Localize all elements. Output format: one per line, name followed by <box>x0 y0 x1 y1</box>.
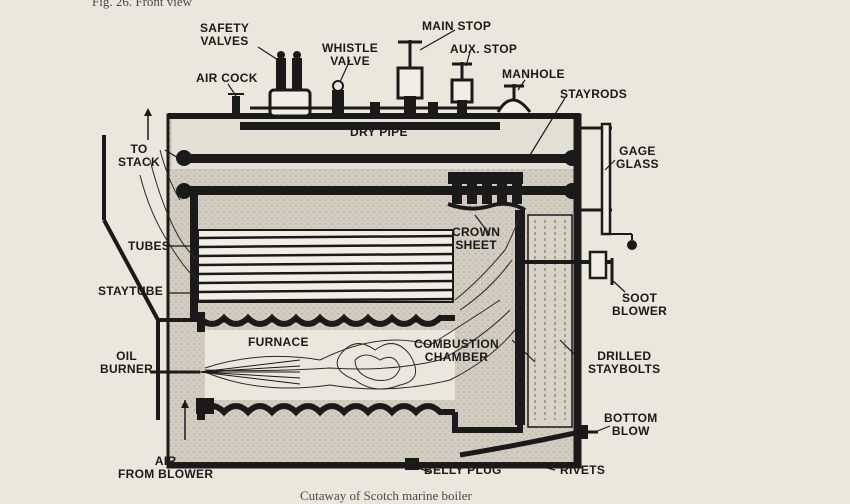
flame-wisps <box>139 149 521 390</box>
stack-uptake <box>102 108 198 420</box>
label-tubes: TUBES <box>128 239 171 253</box>
gage-glass <box>580 122 637 250</box>
label-furnace: FURNACE <box>248 335 309 349</box>
label-bottom-blow: BOTTOM BLOW <box>604 411 658 438</box>
safety-valves <box>268 51 312 118</box>
label-crown-sheet: CROWN SHEET <box>452 225 501 252</box>
leader-lines <box>164 29 626 473</box>
label-air-cock: AIR COCK <box>196 71 258 85</box>
label-to-stack: TO STACK <box>118 142 160 169</box>
label-manhole: MANHOLE <box>502 67 565 81</box>
label-belly-plug: BELLY PLUG <box>424 463 502 477</box>
manhole-cover <box>496 84 532 113</box>
label-safety-valves: SAFETY VALVES <box>200 21 250 48</box>
steam-line <box>250 102 500 114</box>
label-drilled-staybolts: DRILLED STAYBOLTS <box>588 349 661 376</box>
oil-burner-spray <box>150 359 301 385</box>
label-stayrods: STAYRODS <box>560 87 628 101</box>
label-whistle-valve: WHISTLE VALVE <box>322 41 379 68</box>
dry-pipe <box>240 122 500 130</box>
label-staytube: STAYTUBE <box>98 284 164 298</box>
label-aux-stop: AUX. STOP <box>450 42 518 56</box>
top-caption: Fig. 26. Front view <box>92 0 193 9</box>
rivets <box>237 462 563 468</box>
label-air-from-blower: AIR FROM BLOWER <box>118 454 214 481</box>
label-dry-pipe: DRY PIPE <box>350 125 408 139</box>
air-inlet <box>181 398 214 440</box>
label-soot-blower: SOOT BLOWER <box>612 291 668 318</box>
label-rivets: RIVETS <box>560 463 606 477</box>
combustion-chamber-wall <box>515 210 525 425</box>
main-stop-valve <box>396 40 424 116</box>
bottom-caption: Cutaway of Scotch marine boiler <box>300 488 472 503</box>
stayrod-lower <box>180 186 576 195</box>
air-cock <box>228 93 244 116</box>
whistle-valve <box>332 80 344 116</box>
crown-sheet <box>447 172 527 212</box>
label-gage-glass: GAGE GLASS <box>616 144 659 171</box>
tube-bundle <box>197 229 454 303</box>
label-oil-burner: OIL BURNER <box>100 349 154 376</box>
stayrod-upper <box>180 154 576 163</box>
label-combustion-chamber: COMBUSTION CHAMBER <box>414 337 499 364</box>
furnace-flue <box>197 312 523 433</box>
label-main-stop: MAIN STOP <box>422 19 492 33</box>
